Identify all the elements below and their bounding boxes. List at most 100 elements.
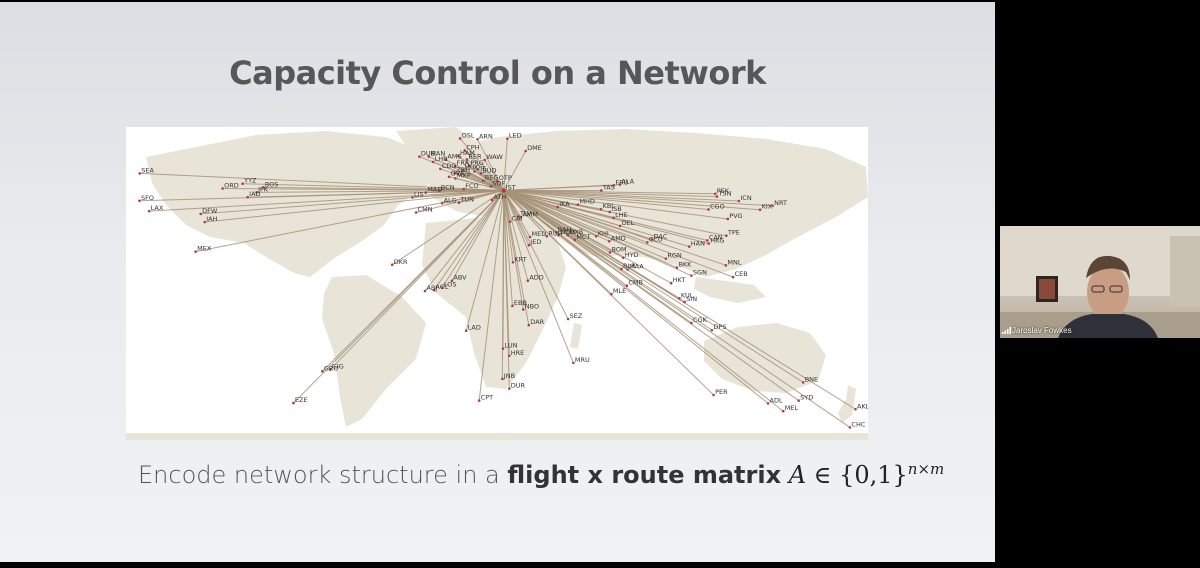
airport-label: FRA (457, 159, 470, 167)
math-relation: ∈ (806, 461, 840, 489)
route-line (432, 161, 504, 191)
route-line (195, 189, 504, 253)
airport-label: SEA (141, 166, 154, 174)
airport-dot (521, 308, 525, 311)
route-line (503, 189, 692, 277)
airport-dot (527, 323, 531, 327)
airport-dot (432, 288, 436, 292)
airport-dot (600, 189, 603, 192)
airport-dot (464, 329, 468, 333)
airport-dot (715, 195, 719, 198)
airport-label: BER (468, 152, 482, 160)
airport-label: GVA (451, 170, 465, 178)
route-line (451, 190, 505, 281)
participant-video-tile[interactable]: Jaroslav Fowkes (1000, 226, 1200, 338)
airport-label: BCN (441, 183, 455, 191)
airport-dot (771, 204, 774, 208)
airport-dot (781, 409, 785, 413)
airport-dot (453, 171, 457, 175)
airport-dot (625, 284, 629, 288)
route-line (139, 172, 504, 191)
airport-label: ORD (224, 181, 239, 189)
airport-label: ABJ (426, 284, 437, 292)
route-line (503, 190, 804, 383)
route-line (139, 189, 504, 202)
airport-dot (669, 281, 673, 285)
airport-dot (427, 155, 431, 158)
airport-label: GRU (324, 364, 339, 372)
airport-dot (489, 185, 493, 188)
airport-label: LIS (414, 190, 424, 198)
airport-dot (526, 279, 530, 283)
airport-dot (424, 191, 427, 194)
airport-dot (607, 240, 611, 243)
airport-label: DFW (202, 207, 218, 215)
participant-name-label: Jaroslav Fowkes (1012, 326, 1072, 335)
airport-label: TUN (459, 196, 474, 204)
airport-label: SYD (800, 394, 813, 402)
airport-label: BAH (558, 225, 572, 233)
route-line (503, 190, 784, 412)
airport-dot (483, 158, 487, 162)
airport-label: CMN (418, 206, 433, 214)
slide-caption: Encode network structure in a flight x r… (138, 460, 944, 489)
route-line (464, 150, 505, 191)
route-line (503, 190, 569, 320)
airport-label: MHD (579, 198, 595, 206)
route-line (200, 189, 504, 215)
airport-label: KIX (762, 203, 773, 211)
airport-dot (439, 167, 442, 171)
route-line (503, 190, 856, 410)
airport-label: BKK (678, 261, 692, 269)
airport-dot (594, 234, 598, 238)
airport-label: AMS (447, 153, 461, 161)
airport-label: SIN (686, 295, 697, 303)
airport-dot (147, 209, 151, 213)
airport-label: BEG (485, 174, 499, 182)
airport-label: ATH (493, 193, 506, 201)
airport-label: LOS (444, 280, 457, 288)
airport-label: MAA (629, 263, 644, 271)
airport-dot (444, 158, 448, 161)
airport-label: IAD (249, 190, 260, 198)
airport-label: EZE (295, 396, 308, 404)
airport-dot (797, 399, 800, 402)
airport-label: DAR (530, 318, 544, 326)
route-line (149, 189, 504, 212)
airport-label: CGO (710, 202, 725, 210)
route-line (501, 190, 505, 379)
airport-label: DME (527, 144, 542, 152)
airport-dot (321, 369, 324, 373)
airport-dot (556, 205, 560, 209)
math-set: {0,1} (839, 461, 908, 489)
airport-dot (707, 208, 710, 211)
airport-label: AMD (611, 234, 626, 242)
airport-dot (507, 354, 511, 358)
airport-label: CCU (649, 235, 663, 243)
hub-airport-label: IST (506, 183, 516, 191)
airport-label: KRT (514, 255, 526, 263)
airport-dot (573, 238, 577, 242)
route-line (503, 189, 690, 248)
airport-label: HRE (511, 349, 525, 357)
route-line (503, 190, 529, 281)
airport-dot (848, 426, 852, 429)
airport-label: DOH (560, 228, 575, 236)
airport-label: CPH (466, 143, 479, 151)
madagascar-landmass (570, 323, 582, 349)
slide-title: Capacity Control on a Network (229, 54, 766, 92)
route-line (477, 139, 505, 191)
airport-label: CHC (851, 420, 865, 428)
airport-dot (465, 158, 469, 161)
south-america-landmass (322, 275, 426, 427)
airport-dot (479, 172, 483, 175)
airport-dot (458, 137, 462, 140)
route-lines (139, 138, 856, 428)
route-line (503, 189, 709, 210)
airport-dot (712, 393, 715, 397)
airport-dot (138, 172, 142, 175)
airport-dot (440, 201, 444, 205)
